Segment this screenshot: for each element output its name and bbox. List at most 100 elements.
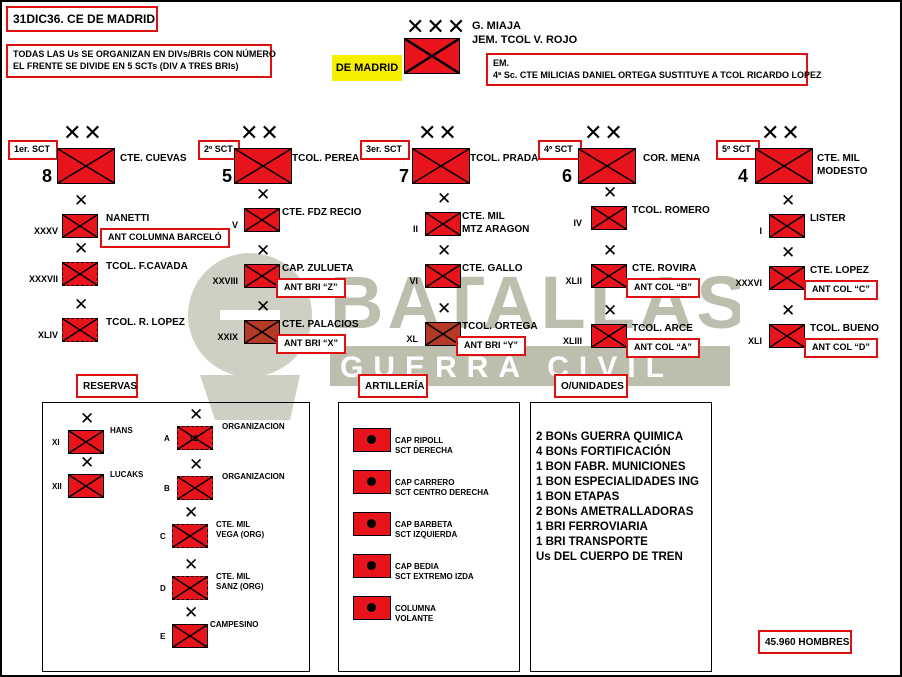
reserve-echelon-icon: ✕ <box>80 409 95 428</box>
division-commander: CTE. CUEVAS <box>120 153 187 164</box>
other-unit-item: 2 BONs GUERRA QUIMICA <box>536 431 684 443</box>
reserve-unit-name: ORGANIZACION <box>222 422 285 431</box>
brigade-echelon-icon: ✕ <box>256 185 271 204</box>
hq-chief-staff: JEM. TCOL V. ROJO <box>472 34 578 46</box>
brigade-echelon-icon: ✕ <box>603 241 618 260</box>
reserve-unit-number: D <box>160 584 166 593</box>
brigade-echelon-icon: ✕ <box>437 189 452 208</box>
brigade-unit-icon <box>62 318 98 342</box>
division-number: 4 <box>738 166 749 186</box>
brigade-commander: TCOL. R. LOPEZ <box>106 317 185 328</box>
sector-tag: 4º SCT <box>538 140 582 160</box>
organization-note-line: EL FRENTE SE DIVIDE EN 5 SCTs (DIV A TRE… <box>13 61 239 71</box>
brigade-note: ANT BRI “Z” <box>276 278 346 298</box>
reserve-unit-icon <box>68 430 104 454</box>
brigade-number: XLIII <box>562 336 582 346</box>
artillery-unit-icon <box>353 554 391 578</box>
brigade-unit-icon <box>425 322 461 346</box>
division-unit-icon <box>578 148 636 184</box>
sector-tag: 5º SCT <box>716 140 760 160</box>
brigade-unit-icon <box>591 206 627 230</box>
brigade-unit-icon <box>769 266 805 290</box>
brigade-echelon-icon: ✕ <box>74 239 89 258</box>
division-number: 8 <box>42 166 53 186</box>
reserve-unit-number: E <box>160 632 166 641</box>
brigade-unit-icon <box>62 262 98 286</box>
brigade-commander: CTE. PALACIOS <box>282 319 359 330</box>
division-commander: TCOL. PEREA <box>292 153 360 164</box>
reserve-unit-number: A <box>164 434 170 443</box>
brigade-number: IV <box>573 218 582 228</box>
brigade-unit-icon <box>244 320 280 344</box>
reserve-unit-number: B <box>164 484 170 493</box>
division-number: 7 <box>399 166 410 186</box>
brigade-note: ANT BRI “Y” <box>456 336 526 356</box>
artillery-unit-icon <box>353 596 391 620</box>
artillery-unit-icon <box>353 428 391 452</box>
organization-note-line: TODAS LAS Us SE ORGANIZAN EN DIVs/BRIs C… <box>13 49 276 59</box>
brigade-echelon-icon: ✕ <box>74 295 89 314</box>
division-commander: COR. MENA <box>643 153 701 164</box>
army-corps-echelon-icon: ✕✕✕ <box>406 14 468 39</box>
artillery-unit-icon <box>353 470 391 494</box>
brigade-unit-icon <box>244 264 280 288</box>
brigade-echelon-icon: ✕ <box>781 301 796 320</box>
brigade-number: XXXV <box>33 226 58 236</box>
reserves-header: RESERVAS <box>76 374 138 398</box>
artillery-unit-icon <box>353 512 391 536</box>
other-unit-item: 1 BRI FERROVIARIA <box>536 521 648 533</box>
brigade-note: ANT COL “B” <box>626 278 700 298</box>
sector-tag: 1er. SCT <box>8 140 58 160</box>
brigade-number: XXXVI <box>735 278 762 288</box>
division-unit-icon <box>412 148 470 184</box>
brigade-commander: TCOL. ROMERO <box>632 205 710 216</box>
brigade-note: ANT COL “D” <box>804 338 878 358</box>
brigade-number: XLIV <box>37 330 58 340</box>
brigade-unit-icon <box>769 214 805 238</box>
staff-note-line: 4ª Sc. CTE MILICIAS DANIEL ORTEGA SUSTIT… <box>493 70 822 80</box>
brigade-echelon-icon: ✕ <box>437 241 452 260</box>
brigade-unit-icon <box>591 324 627 348</box>
division-number: 6 <box>562 166 573 186</box>
brigade-echelon-icon: ✕ <box>781 191 796 210</box>
corps-hq-unit-icon <box>404 38 460 74</box>
brigade-number: I <box>759 226 762 236</box>
brigade-echelon-icon: ✕ <box>603 301 618 320</box>
other-units-panel: 2 BONs GUERRA QUIMICA 4 BONs FORTIFICACIÓ… <box>530 402 712 672</box>
division-commander: TCOL. PRADA <box>470 153 539 164</box>
brigade-number: XXXVII <box>28 274 58 284</box>
brigade-commander: CTE. ROVIRA <box>632 263 697 274</box>
reserve-unit-name: LUCAKS <box>110 470 144 479</box>
organization-note: TODAS LAS Us SE ORGANIZAN EN DIVs/BRIs C… <box>6 44 276 78</box>
reserve-unit-name: HANS <box>110 426 133 435</box>
brigade-unit-icon <box>425 264 461 288</box>
division-number: 5 <box>222 166 233 186</box>
reserve-unit-icon <box>172 524 208 548</box>
other-unit-item: 4 BONs FORTIFICACIÓN <box>536 446 671 458</box>
brigade-number: V <box>231 220 238 230</box>
division-echelon-icon: ✕✕ <box>584 120 625 145</box>
reserve-echelon-icon: ✕ <box>184 555 199 574</box>
reserve-unit-mark: 12 <box>189 434 198 443</box>
reserve-echelon-icon: ✕ <box>189 405 204 424</box>
hq-label: DE MADRID <box>332 55 402 81</box>
artillery-header: ARTILLERÍA <box>358 374 428 398</box>
total-strength: 45.960 HOMBRES <box>758 630 852 654</box>
brigade-echelon-icon: ✕ <box>256 297 271 316</box>
brigade-unit-icon <box>769 324 805 348</box>
reserve-unit-icon <box>172 576 208 600</box>
reserve-unit-number: XI <box>52 438 60 447</box>
division-echelon-icon: ✕✕ <box>761 120 802 145</box>
brigade-number: XLII <box>565 276 582 286</box>
brigade-unit-icon <box>62 214 98 238</box>
reserve-unit-icon <box>177 476 213 500</box>
brigade-commander: LISTER <box>810 213 846 224</box>
brigade-commander: TCOL. BUENO <box>810 323 879 334</box>
brigade-number: XL <box>406 334 418 344</box>
